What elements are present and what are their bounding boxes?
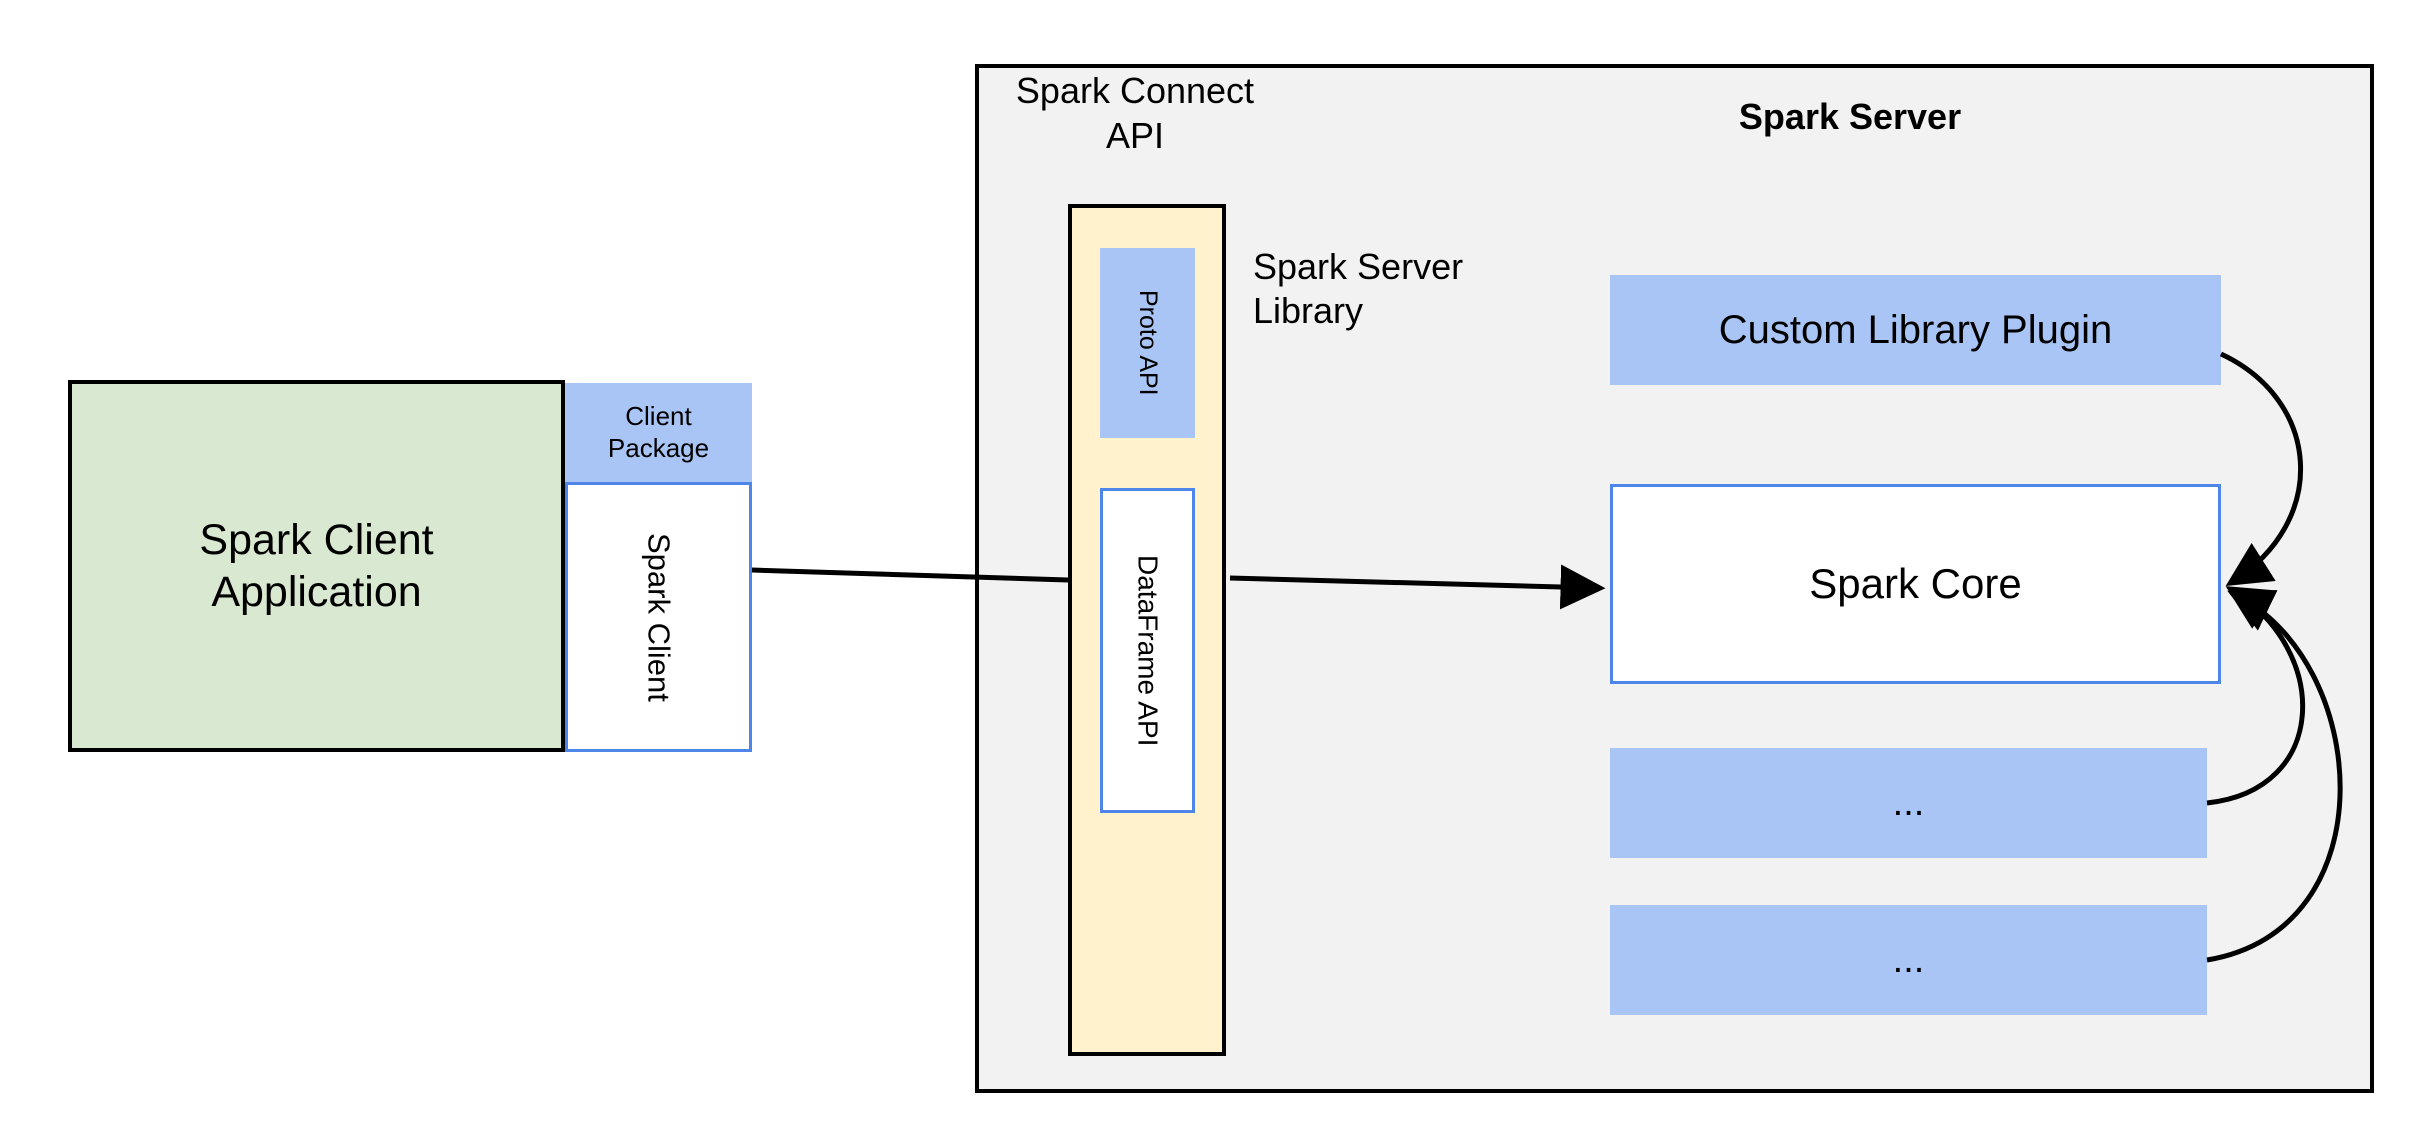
dataframe-api-label: DataFrame API	[1132, 554, 1164, 747]
spark-client-label: Spark Client	[641, 532, 677, 702]
custom-library-plugin-label: Custom Library Plugin	[1718, 307, 2113, 352]
spark-server-title: Spark Server	[1738, 96, 1962, 137]
ellipsis-label-2: ...	[1892, 938, 1925, 981]
spark-client-application-box[interactable]: Spark Client Application	[68, 380, 565, 752]
spark-server-library-label: Spark Server Library	[1253, 246, 1464, 331]
spark-client-box[interactable]: Spark Client	[565, 482, 752, 752]
dataframe-api-box[interactable]: DataFrame API	[1100, 488, 1195, 813]
spark-core-box[interactable]: Spark Core	[1610, 484, 2221, 684]
ellipsis-box-1[interactable]: ...	[1610, 748, 2207, 858]
spark-connect-api-label: Spark Connect API	[1015, 70, 1255, 156]
ellipsis-box-2[interactable]: ...	[1610, 905, 2207, 1015]
client-package-label: Client Package	[607, 400, 710, 463]
ellipsis-label-1: ...	[1892, 781, 1925, 824]
client-package-box[interactable]: Client Package	[565, 383, 752, 482]
proto-api-label: Proto API	[1133, 290, 1162, 396]
proto-api-box[interactable]: Proto API	[1100, 248, 1195, 438]
spark-core-label: Spark Core	[1809, 560, 2022, 608]
custom-library-plugin-box[interactable]: Custom Library Plugin	[1610, 275, 2221, 385]
spark-client-application-label: Spark Client Application	[199, 515, 434, 616]
